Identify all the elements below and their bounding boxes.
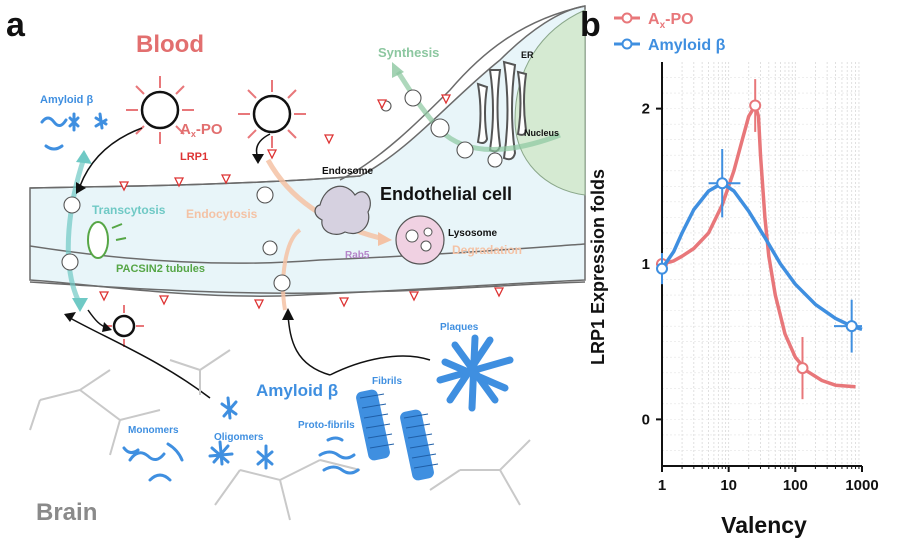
x-tick-label: 1	[658, 477, 666, 494]
plaques-label: Plaques	[440, 322, 479, 333]
blood-label: Blood	[136, 31, 204, 58]
brain-label: Brain	[36, 499, 97, 526]
y-tick-label: 1	[642, 256, 650, 273]
er-icon	[476, 60, 528, 161]
x-axis-label: Valency	[721, 512, 807, 538]
y-axis-label: LRP1 Expression folds	[588, 169, 608, 365]
panel-a: a	[6, 5, 586, 526]
fibrils-label: Fibrils	[372, 376, 402, 387]
lrp1-label: LRP1	[180, 151, 208, 163]
endothelial-label: Endothelial cell	[380, 184, 512, 204]
amyloid-brain-label: Amyloid β	[256, 381, 338, 400]
axpo-particle-1	[126, 76, 194, 144]
panel-b-label: b	[580, 6, 601, 44]
lysosome	[395, 215, 445, 265]
series-line-0	[661, 103, 856, 389]
plaque	[436, 334, 514, 412]
transcytosis-arrow	[65, 157, 87, 302]
nucleus-label: Nucleus	[524, 128, 559, 138]
panel-b: b Ax-PO Amyloid β 1 10 100 1000 0 1 2 LRP1 Exp…	[580, 6, 879, 538]
brain-neurons	[29, 349, 531, 521]
x-tick-label: 1000	[845, 477, 878, 494]
plot-area: 1 10 100 1000 0 1 2	[642, 62, 879, 494]
degradation-label: Degradation	[452, 243, 522, 257]
endocytosis-arrow	[265, 158, 381, 241]
er-label: ER	[521, 50, 534, 60]
panel-a-label: a	[6, 6, 26, 44]
oligomers-label: Oligomers	[214, 432, 264, 443]
synthesis-label: Synthesis	[378, 45, 439, 60]
vesicles	[61, 89, 503, 292]
x-tick-label: 10	[720, 477, 737, 494]
fibrils	[356, 389, 439, 481]
data-point	[845, 320, 858, 333]
pacsin-label: PACSIN2 tubules	[116, 263, 205, 275]
legend-amyloid: Amyloid β	[648, 37, 726, 54]
series-line-1	[660, 181, 863, 331]
protofibrils-label: Proto-fibrils	[298, 420, 355, 431]
data-point	[716, 177, 729, 190]
pacsin-tubule	[87, 221, 127, 259]
rab5-label: Rab5	[345, 250, 370, 261]
lysosome-label: Lysosome	[448, 228, 498, 239]
data-point	[749, 99, 762, 112]
x-tick-label: 100	[783, 477, 808, 494]
nucleus	[514, 9, 586, 196]
amyloid-species	[40, 112, 360, 482]
monomers-label: Monomers	[128, 425, 179, 436]
y-tick-label: 0	[642, 411, 650, 428]
lrp1-receptors	[98, 94, 505, 310]
legend-axpo: Ax-PO	[648, 11, 694, 31]
data-point	[796, 362, 809, 375]
data-point	[656, 262, 668, 275]
axpo-particle-3	[104, 305, 144, 347]
endosome	[314, 185, 371, 235]
endocytosis-label: Endocytosis	[186, 207, 258, 221]
axpo-label: Ax-PO	[180, 121, 223, 139]
endosome-label: Endosome	[322, 166, 374, 177]
axpo-particle-2	[238, 80, 306, 148]
amyloid-top-label: Amyloid β	[40, 94, 93, 106]
transcytosis-label: Transcytosis	[92, 203, 166, 217]
chart-legend: Ax-PO Amyloid β	[614, 11, 726, 54]
y-tick-label: 2	[642, 101, 650, 118]
